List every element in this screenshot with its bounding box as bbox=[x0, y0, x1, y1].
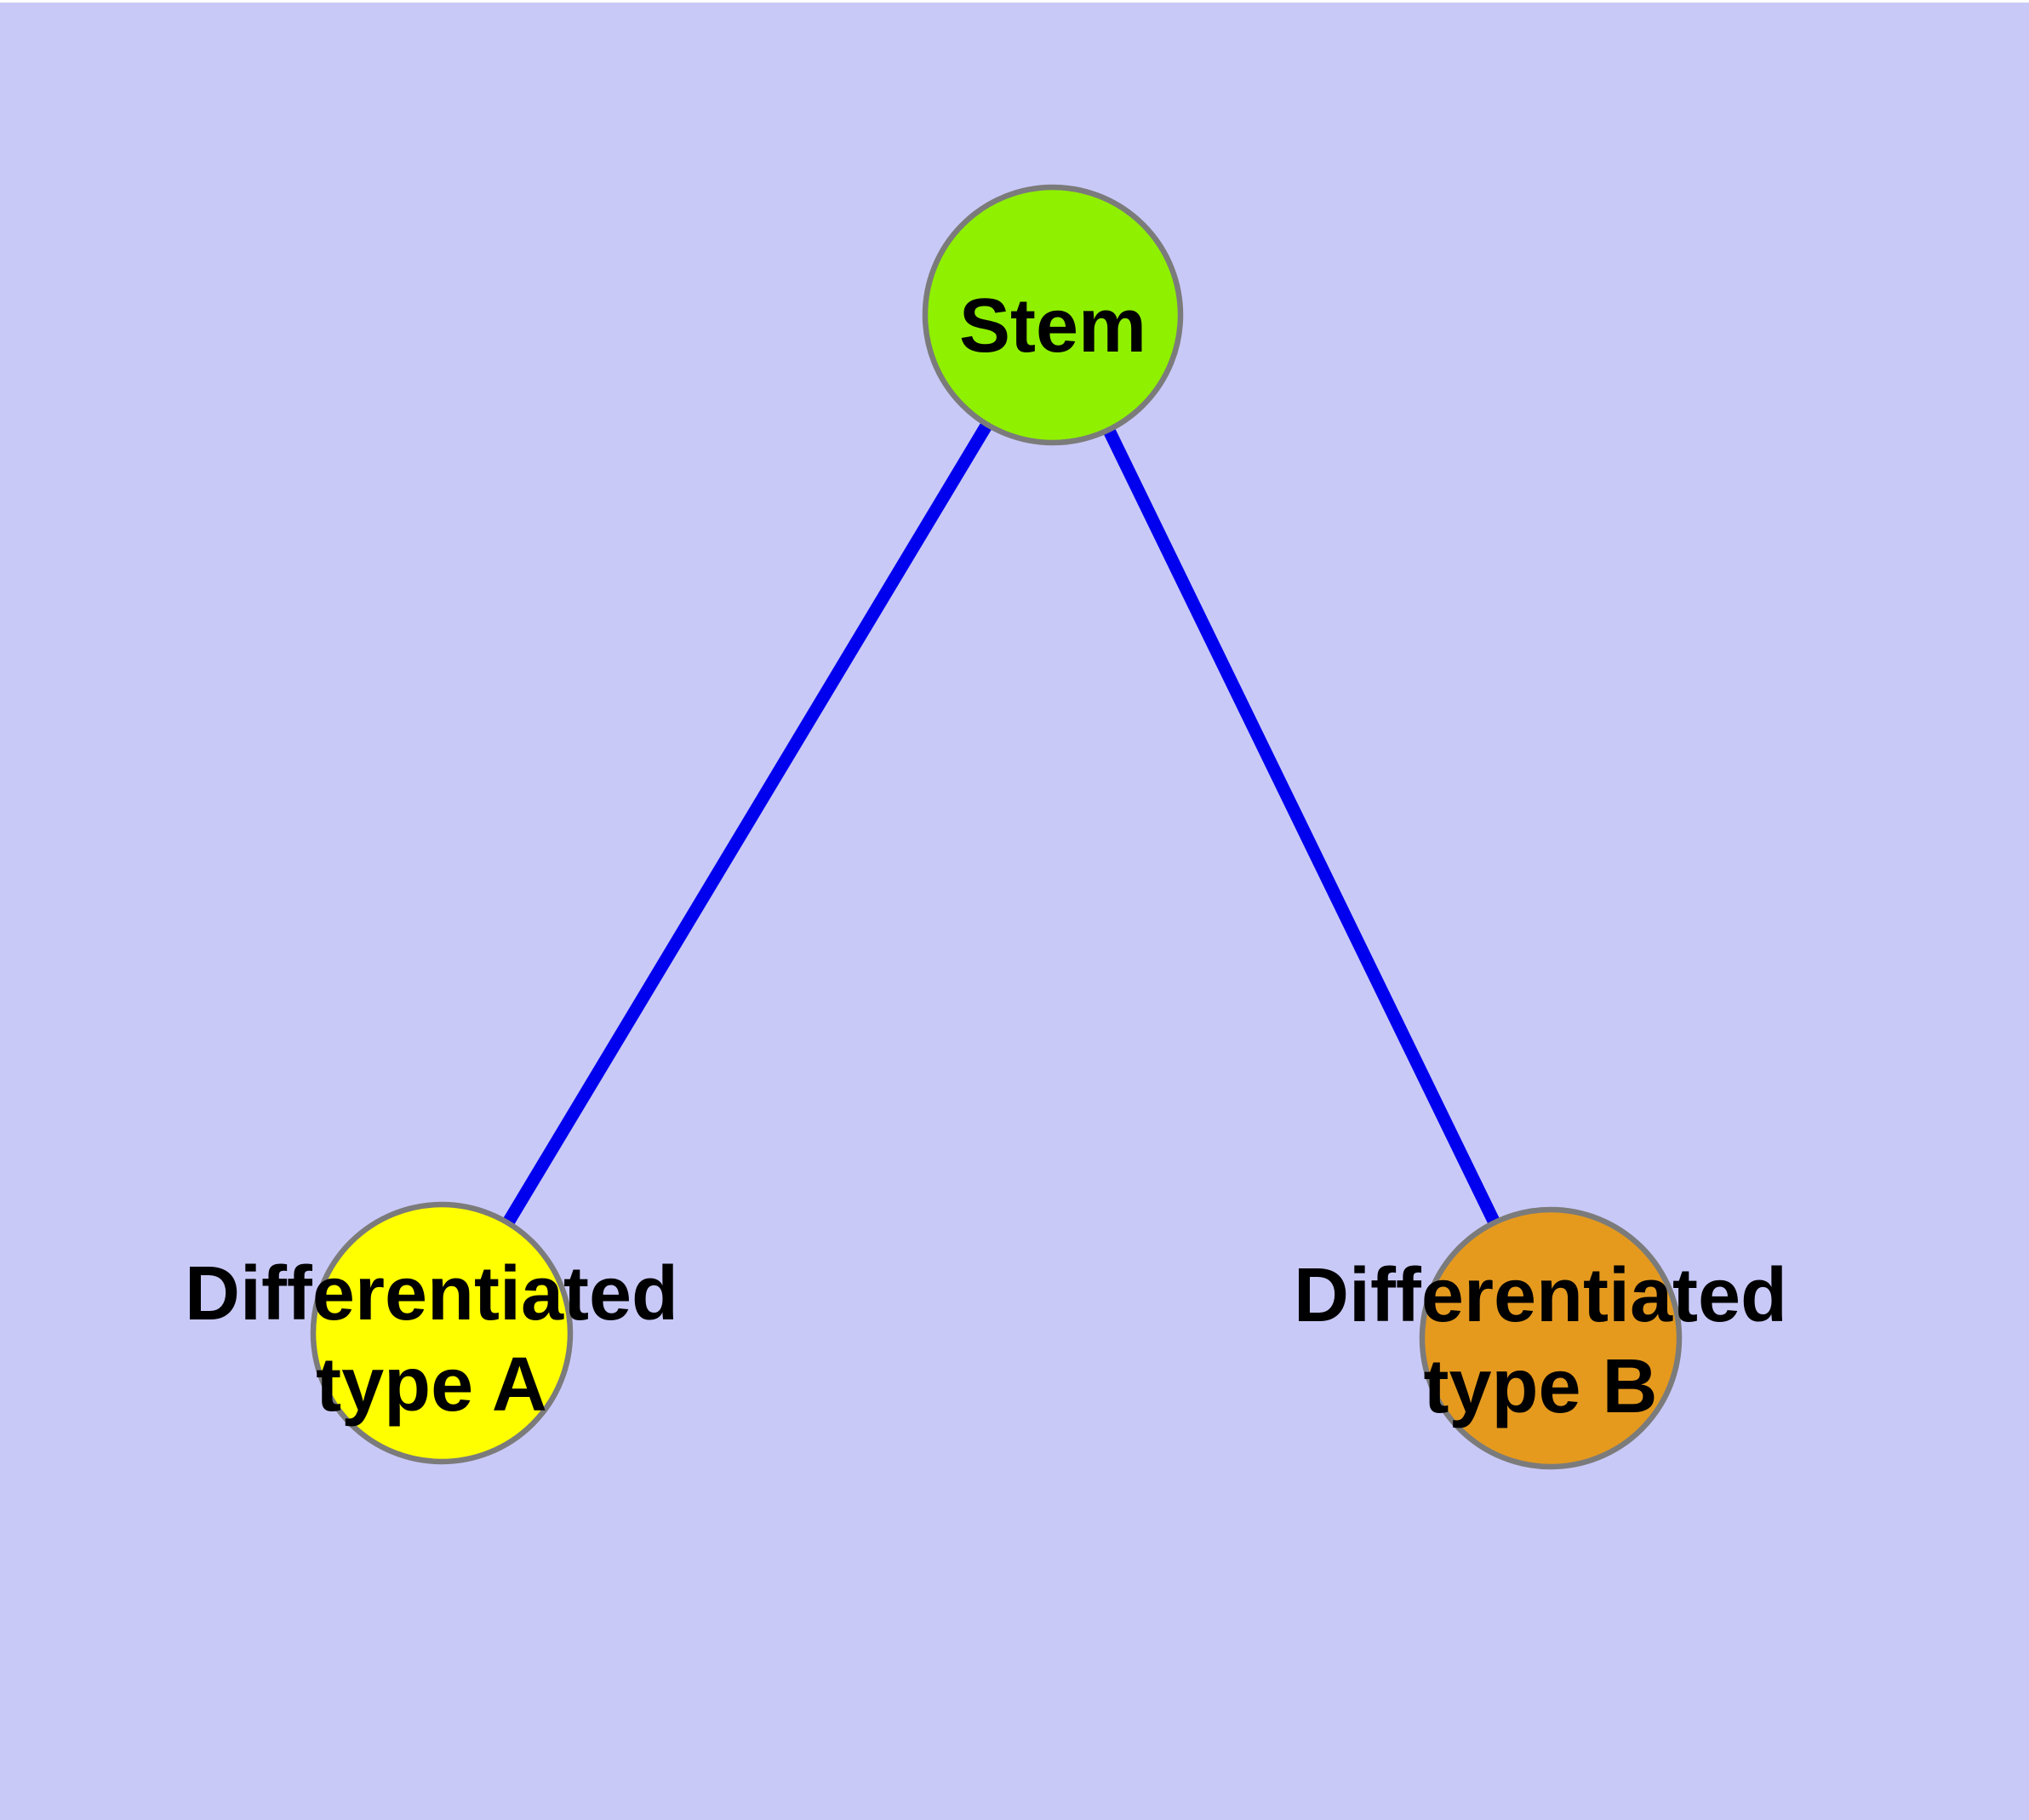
node-type-b-label-line2: type B bbox=[1423, 1344, 1657, 1429]
node-type-a-label-line1: Differentiated bbox=[185, 1251, 678, 1336]
node-stem bbox=[922, 184, 1184, 446]
node-type-b bbox=[1419, 1206, 1683, 1470]
node-type-a-label-line2: type A bbox=[316, 1342, 547, 1428]
edge-stem-to-type-a bbox=[436, 312, 1059, 1336]
top-margin-strip bbox=[0, 0, 2029, 3]
edge-stem-to-type-b bbox=[1047, 312, 1557, 1342]
node-stem-label: Stem bbox=[959, 283, 1146, 369]
node-type-b-label-line1: Differentiated bbox=[1294, 1253, 1787, 1338]
node-type-a bbox=[310, 1201, 574, 1465]
